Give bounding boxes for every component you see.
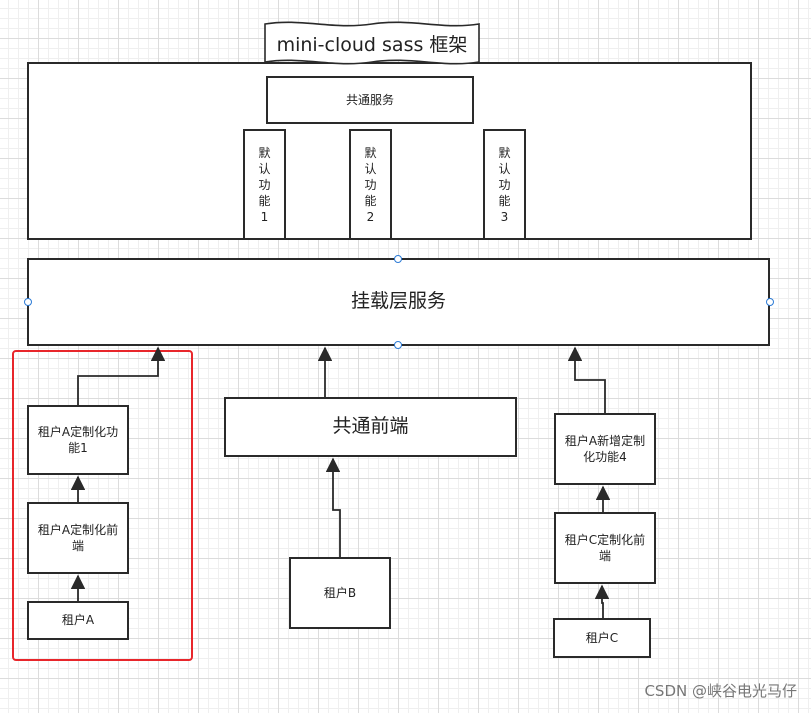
arrow-c-feature-to-mount <box>567 346 606 413</box>
tenant-a-frontend-box[interactable]: 租户A定制化前端 <box>27 502 129 574</box>
common-service-label: 共通服务 <box>345 92 394 107</box>
tenant-c-new-feature-box[interactable]: 租户A新增定制化功能4 <box>554 413 656 485</box>
mount-layer-label: 挂载层服务 <box>350 290 446 313</box>
tenant-a-box[interactable]: 租户A <box>27 601 129 640</box>
tenant-c-frontend-label: 租户C定制化前端 <box>564 532 646 563</box>
watermark: CSDN @峡谷电光马仔 <box>644 682 797 700</box>
tenant-a-frontend-label: 租户A定制化前端 <box>37 522 119 553</box>
tenant-c-new-feature-label: 租户A新增定制化功能4 <box>564 433 646 464</box>
tenant-a-feature-label: 租户A定制化功能1 <box>37 424 119 455</box>
selection-handle-left[interactable] <box>24 298 32 306</box>
common-service-box[interactable]: 共通服务 <box>266 76 474 124</box>
framework-title: mini-cloud sass 框架 <box>276 33 468 56</box>
selection-handle-top[interactable] <box>394 255 402 263</box>
default-feature-3-label: 默认功能3 <box>498 145 511 224</box>
default-feature-2-box[interactable]: 默认功能2 <box>349 129 392 240</box>
default-feature-2-label: 默认功能2 <box>364 145 377 224</box>
tag-shape <box>264 21 480 65</box>
arrow-tenant-c-to-frontend <box>594 584 610 618</box>
arrow-tenant-b-to-common-frontend <box>325 457 341 557</box>
tenant-b-label: 租户B <box>323 585 357 600</box>
tenant-b-box[interactable]: 租户B <box>289 557 391 629</box>
tenant-a-label: 租户A <box>61 613 95 628</box>
framework-title-tag[interactable]: mini-cloud sass 框架 <box>262 20 482 70</box>
common-frontend-label: 共通前端 <box>332 415 409 438</box>
tenant-a-feature-box[interactable]: 租户A定制化功能1 <box>27 405 129 475</box>
tenant-c-frontend-box[interactable]: 租户C定制化前端 <box>554 512 656 584</box>
tenant-c-label: 租户C <box>585 630 619 645</box>
common-frontend-box[interactable]: 共通前端 <box>224 397 517 457</box>
default-feature-3-box[interactable]: 默认功能3 <box>483 129 526 240</box>
selection-handle-bottom[interactable] <box>394 341 402 349</box>
default-feature-1-label: 默认功能1 <box>258 145 271 224</box>
default-feature-1-box[interactable]: 默认功能1 <box>243 129 286 240</box>
mount-layer-box[interactable]: 挂载层服务 <box>27 258 770 346</box>
selection-handle-right[interactable] <box>766 298 774 306</box>
tenant-c-box[interactable]: 租户C <box>553 618 651 658</box>
